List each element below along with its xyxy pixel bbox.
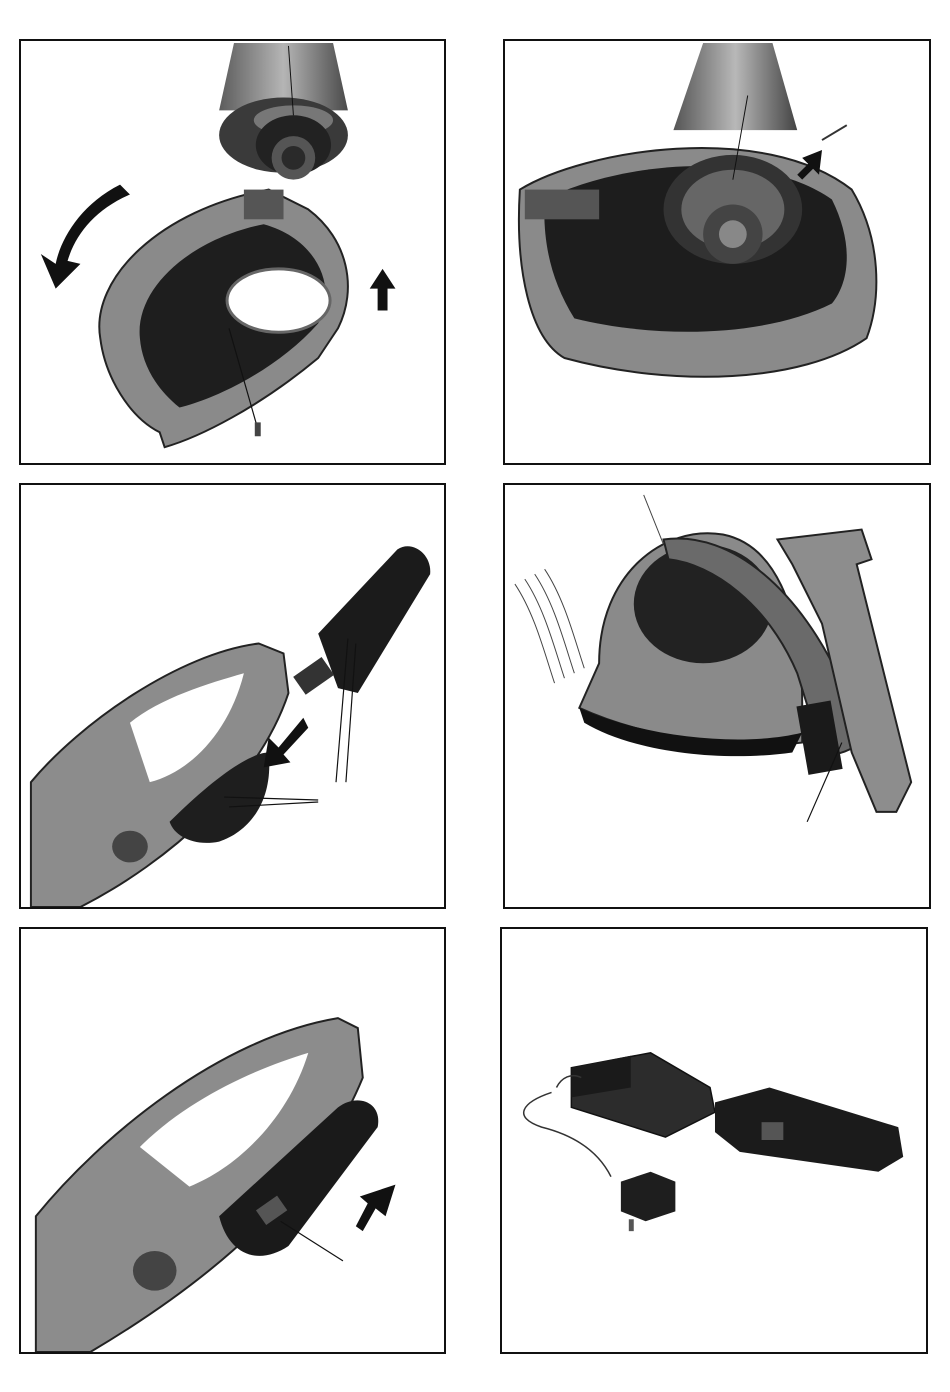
figure-charger	[500, 927, 928, 1354]
up-arrow-icon	[356, 1185, 396, 1232]
guard	[99, 190, 348, 448]
guard-fitted-illustration	[505, 41, 929, 463]
charger-illustration	[502, 929, 926, 1352]
battery-pack	[715, 1088, 903, 1172]
motor-head	[673, 43, 797, 130]
figure-guard-removal	[19, 39, 446, 465]
battery-insertion-illustration	[21, 485, 444, 907]
up-arrow-icon	[370, 269, 396, 311]
figure-battery-installed	[19, 927, 446, 1354]
battery-pack	[293, 546, 430, 782]
power-adapter	[621, 1172, 675, 1231]
battery-installed-illustration	[21, 929, 444, 1352]
handle	[31, 643, 289, 907]
figure-battery-insertion	[19, 483, 446, 909]
charging-base	[571, 1053, 715, 1137]
figure-guard-fitted	[503, 39, 931, 465]
guard	[519, 95, 876, 376]
spin-lines	[515, 569, 584, 683]
rotate-arrow-icon	[41, 185, 130, 289]
trimmer-head-illustration	[505, 485, 929, 907]
guard-removal-illustration	[21, 41, 444, 463]
figure-trimmer-head	[503, 483, 931, 909]
trimmer-guard	[579, 495, 802, 756]
motor-head	[219, 43, 348, 180]
